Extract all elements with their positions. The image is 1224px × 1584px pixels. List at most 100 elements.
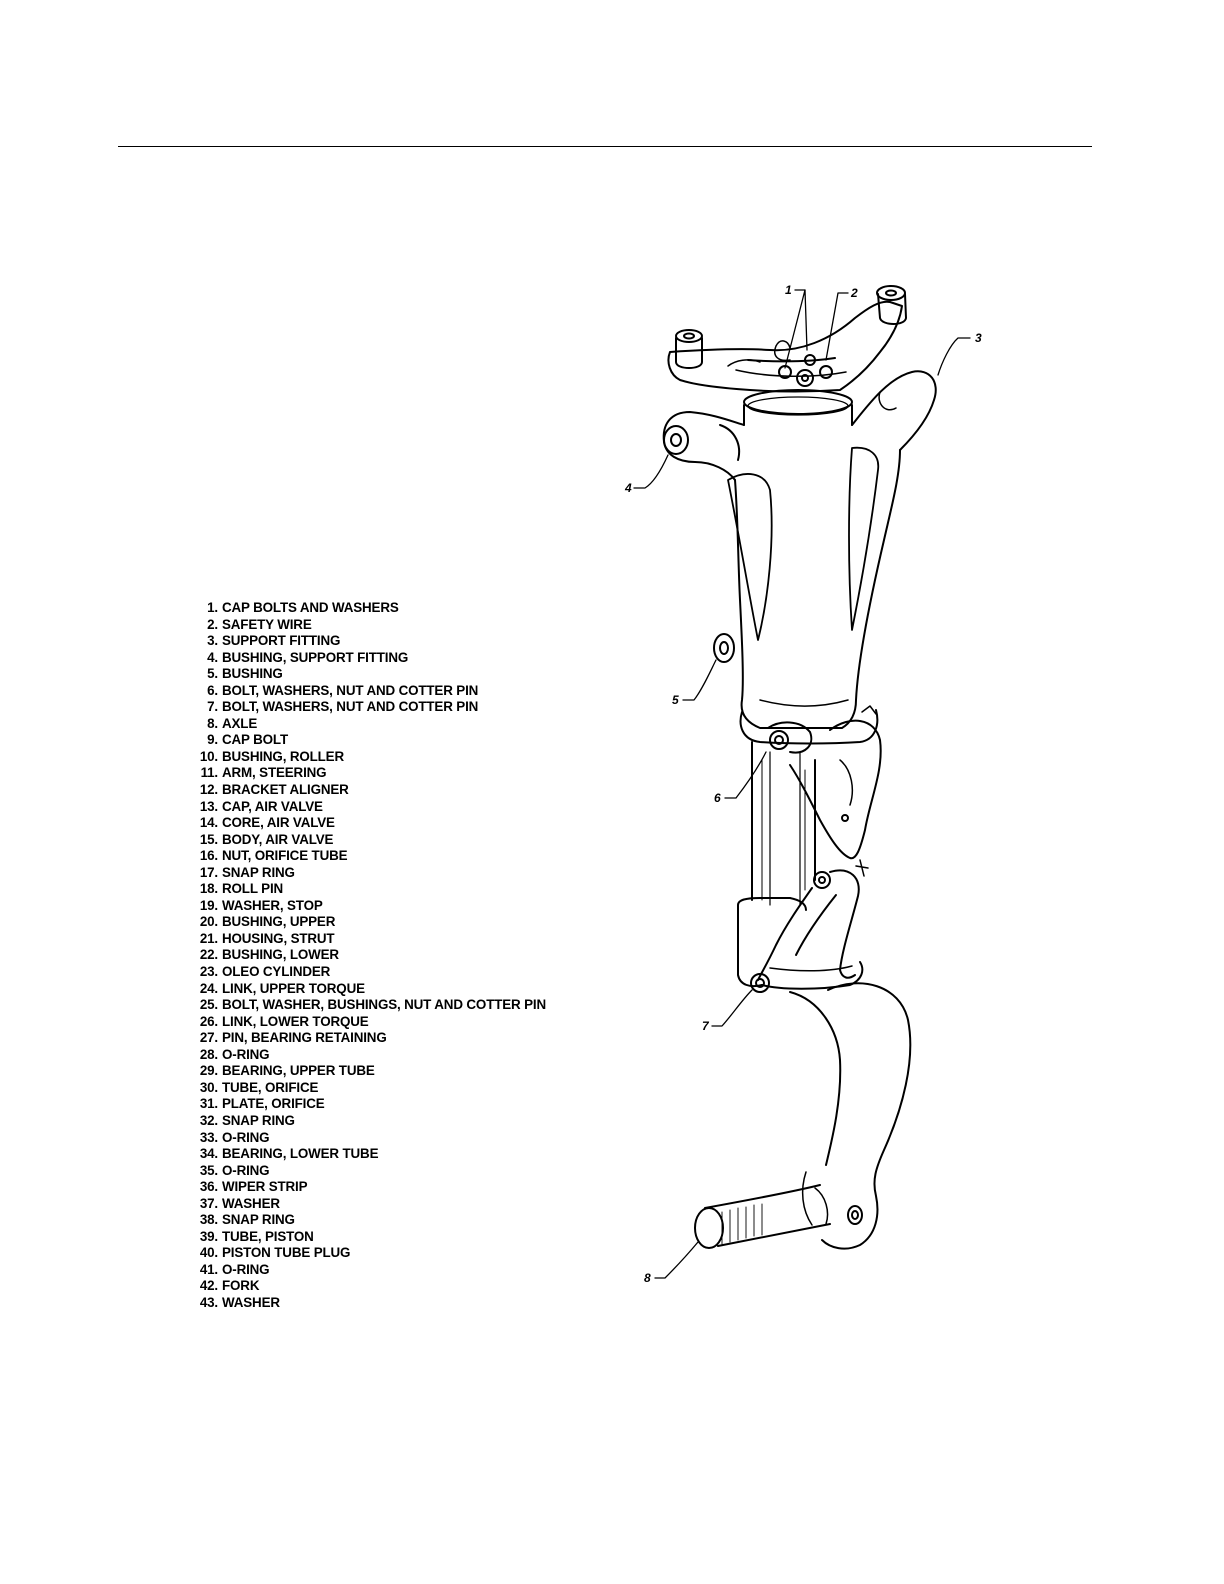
- legend-item-label: BOLT, WASHERS, NUT AND COTTER PIN: [222, 682, 479, 698]
- legend-item: 41.O-RING: [150, 1262, 590, 1279]
- legend-item-number: 34.: [199, 1146, 218, 1162]
- legend-item-label: BEARING, LOWER TUBE: [222, 1146, 379, 1162]
- legend-item-label: SUPPORT FITTING: [222, 633, 341, 649]
- legend-item-label: ARM, STEERING: [222, 765, 327, 781]
- legend-item-number: 43.: [199, 1294, 218, 1310]
- legend-item-number: 7.: [207, 699, 218, 715]
- legend-item: 3.SUPPORT FITTING: [150, 633, 590, 650]
- support-fitting: [662, 370, 937, 729]
- legend-item: 32.SNAP RING: [150, 1113, 590, 1130]
- legend-item-number: 4.: [207, 649, 218, 665]
- legend-item-label: BODY, AIR VALVE: [222, 831, 334, 847]
- legend-item-number: 21.: [199, 930, 218, 946]
- legend-item: 43.WASHER: [150, 1295, 590, 1312]
- legend-item: 12.BRACKET ALIGNER: [150, 782, 590, 799]
- legend-item-label: BEARING, UPPER TUBE: [222, 1063, 375, 1079]
- legend-item-number: 25.: [199, 997, 218, 1013]
- legend-item-label: BUSHING, LOWER: [222, 947, 339, 963]
- legend-item: 29.BEARING, UPPER TUBE: [150, 1063, 590, 1080]
- legend-item: 27.PIN, BEARING RETAINING: [150, 1030, 590, 1047]
- legend-item-label: FORK: [222, 1278, 260, 1294]
- legend-item-label: BOLT, WASHERS, NUT AND COTTER PIN: [222, 699, 479, 715]
- legend-item: 9.CAP BOLT: [150, 732, 590, 749]
- legend-item-label: PISTON TUBE PLUG: [222, 1245, 351, 1261]
- legend-item-label: O-RING: [222, 1129, 270, 1145]
- legend-item: 31.PLATE, ORIFICE: [150, 1096, 590, 1113]
- legend-item-label: WASHER: [222, 1195, 280, 1211]
- callout-2: 2: [851, 286, 858, 300]
- legend-item-label: CAP, AIR VALVE: [222, 798, 323, 814]
- legend-item: 26.LINK, LOWER TORQUE: [150, 1014, 590, 1031]
- legend-item-label: O-RING: [222, 1046, 270, 1062]
- legend-item-label: SNAP RING: [222, 864, 295, 880]
- legend-item-number: 28.: [199, 1046, 218, 1062]
- legend-item: 10.BUSHING, ROLLER: [150, 749, 590, 766]
- legend-item-number: 32.: [199, 1112, 218, 1128]
- legend-item: 36.WIPER STRIP: [150, 1179, 590, 1196]
- header-rule: [118, 146, 1092, 147]
- legend-item-number: 31.: [199, 1096, 218, 1112]
- legend-item-number: 8.: [207, 715, 218, 731]
- legend-item: 37.WASHER: [150, 1196, 590, 1213]
- legend-item-label: BRACKET ALIGNER: [222, 782, 349, 798]
- legend-item: 35.O-RING: [150, 1163, 590, 1180]
- legend-item-label: TUBE, PISTON: [222, 1228, 314, 1244]
- steering-arm-top: [667, 285, 907, 393]
- legend-item: 18.ROLL PIN: [150, 881, 590, 898]
- legend-item-label: WIPER STRIP: [222, 1179, 308, 1195]
- legend-item-number: 2.: [207, 616, 218, 632]
- legend-item: 40.PISTON TUBE PLUG: [150, 1245, 590, 1262]
- legend-item-number: 16.: [199, 848, 218, 864]
- legend-item-label: SNAP RING: [222, 1212, 295, 1228]
- legend-item: 16.NUT, ORIFICE TUBE: [150, 848, 590, 865]
- legend-item-number: 18.: [199, 881, 218, 897]
- legend-item-number: 39.: [199, 1228, 218, 1244]
- legend-item-label: O-RING: [222, 1261, 270, 1277]
- legend-item-number: 35.: [199, 1162, 218, 1178]
- strut-housing-collar: [737, 897, 864, 993]
- legend-item-number: 36.: [199, 1179, 218, 1195]
- legend-item-number: 40.: [199, 1245, 218, 1261]
- legend-item: 24.LINK, UPPER TORQUE: [150, 981, 590, 998]
- legend-item: 6.BOLT, WASHERS, NUT AND COTTER PIN: [150, 683, 590, 700]
- upper-torque-link: [739, 705, 882, 860]
- legend-item-label: ROLL PIN: [222, 881, 284, 897]
- legend-item-label: SNAP RING: [222, 1112, 295, 1128]
- legend-item-label: WASHER: [222, 1294, 280, 1310]
- callout-1: 1: [785, 283, 792, 297]
- legend-item: 39.TUBE, PISTON: [150, 1229, 590, 1246]
- legend-item: 5.BUSHING: [150, 666, 590, 683]
- legend-item-label: HOUSING, STRUT: [222, 930, 335, 946]
- legend-item: 4.BUSHING, SUPPORT FITTING: [150, 650, 590, 667]
- lower-torque-link: [757, 859, 869, 981]
- legend-item-number: 23.: [199, 964, 218, 980]
- legend-item-number: 15.: [199, 831, 218, 847]
- legend-item-label: LINK, LOWER TORQUE: [222, 1013, 369, 1029]
- legend-item-number: 38.: [199, 1212, 218, 1228]
- legend-item-number: 20.: [199, 914, 218, 930]
- legend-item-label: TUBE, ORIFICE: [222, 1079, 319, 1095]
- legend-item-number: 1.: [207, 600, 218, 615]
- legend-item: 1.CAP BOLTS AND WASHERS: [150, 600, 590, 617]
- legend-item-number: 5.: [207, 666, 218, 682]
- legend-item-label: NUT, ORIFICE TUBE: [222, 848, 348, 864]
- legend-item-label: CORE, AIR VALVE: [222, 815, 335, 831]
- axle: [694, 1184, 831, 1249]
- legend-item-label: PLATE, ORIFICE: [222, 1096, 325, 1112]
- legend-item-number: 22.: [199, 947, 218, 963]
- legend-item: 28.O-RING: [150, 1047, 590, 1064]
- legend-item-label: BUSHING, UPPER: [222, 914, 336, 930]
- legend-item: 23.OLEO CYLINDER: [150, 964, 590, 981]
- legend-item-number: 37.: [199, 1195, 218, 1211]
- callout-5: 5: [672, 693, 679, 707]
- legend-item-number: 27.: [199, 1030, 218, 1046]
- legend-item: 25.BOLT, WASHER, BUSHINGS, NUT AND COTTE…: [150, 997, 590, 1014]
- legend-item: 34.BEARING, LOWER TUBE: [150, 1146, 590, 1163]
- legend-item: 11.ARM, STEERING: [150, 765, 590, 782]
- legend-item-number: 33.: [199, 1129, 218, 1145]
- piston-tube: [751, 741, 816, 906]
- legend-item-number: 9.: [207, 732, 218, 748]
- legend-item-number: 19.: [199, 897, 218, 913]
- legend-item: 2.SAFETY WIRE: [150, 617, 590, 634]
- callout-4: 4: [625, 481, 632, 495]
